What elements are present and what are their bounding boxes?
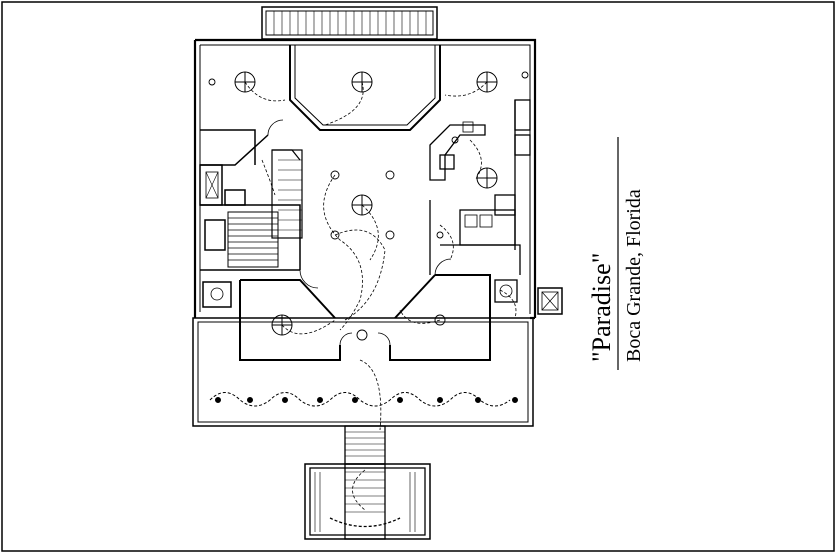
center-stair <box>271 149 303 239</box>
kitchen <box>429 99 531 303</box>
left-rooms <box>199 129 301 308</box>
title-block: "Paradise" Boca Grande, Florida <box>587 137 645 370</box>
ceiling-fan-symbol <box>234 71 498 336</box>
meter-box <box>537 287 563 315</box>
floor-plan <box>192 6 563 540</box>
drawing-title: "Paradise" <box>587 253 616 362</box>
drawing-location: Boca Grande, Florida <box>623 189 645 362</box>
rear-bay-window <box>289 45 441 131</box>
light-fixture-symbol <box>208 71 529 341</box>
door-swings <box>267 119 452 346</box>
front-bay-walls <box>239 274 491 361</box>
entry-stair <box>304 425 431 540</box>
